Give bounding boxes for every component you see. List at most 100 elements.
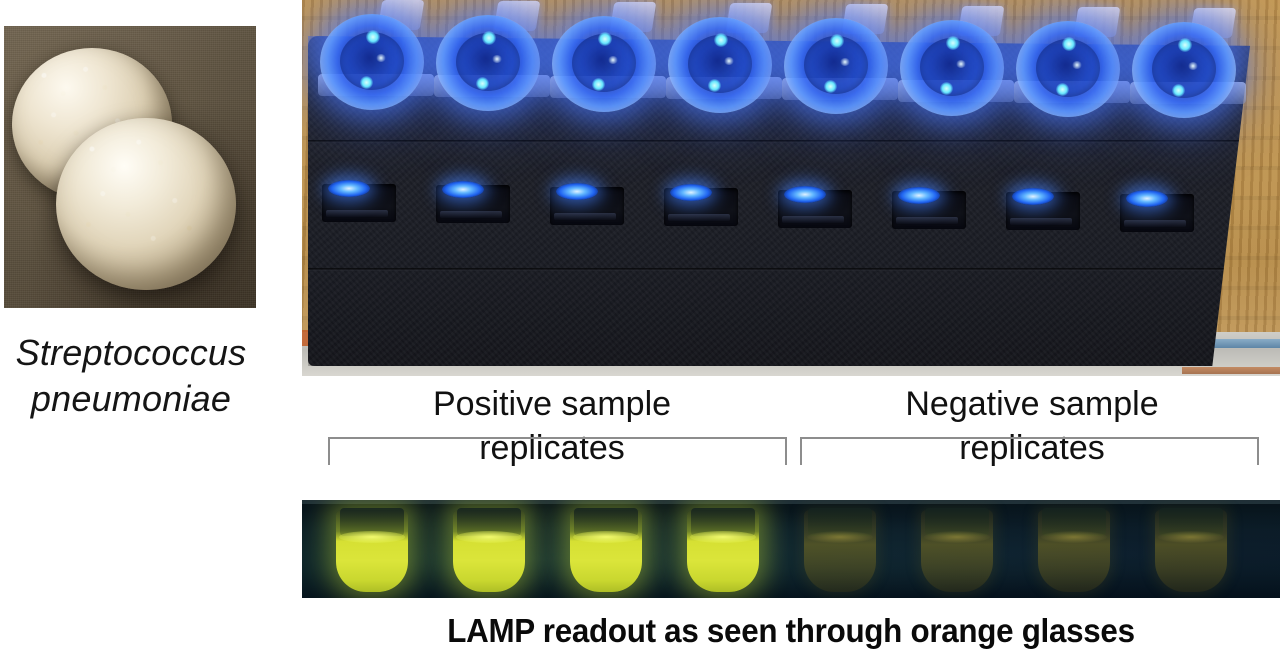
blue-led-glow-icon (1126, 189, 1168, 207)
slot-lip (1010, 218, 1072, 226)
device-photo (302, 0, 1280, 376)
blue-led-glow-icon (1012, 188, 1054, 206)
illuminated-tube-cap (436, 15, 540, 112)
lamp-tube-positive (570, 508, 642, 592)
led-sparkle-icon (946, 35, 960, 50)
led-sparkle-icon (608, 56, 618, 65)
illuminated-tube-cap (900, 19, 1004, 116)
slot-lip (440, 211, 502, 219)
illuminated-tube-cap (1016, 20, 1120, 117)
group-labels: Positive sample replicates Negative samp… (302, 382, 1280, 486)
led-sparkle-icon (840, 58, 850, 67)
lamp-tube-meniscus (807, 531, 873, 544)
pcr-tube-cap-row (318, 0, 1268, 120)
led-slot-window (1006, 188, 1080, 231)
led-sparkle-icon (376, 54, 386, 62)
pcr-tube-unit (434, 1, 550, 121)
lamp-tube-negative (1155, 508, 1227, 592)
positive-label-line-1: Positive sample (432, 385, 672, 423)
pcr-tube-unit (1014, 6, 1130, 127)
led-slot-window (892, 187, 966, 229)
lamp-tube-negative (1038, 508, 1110, 592)
led-slot-window (664, 184, 738, 227)
blue-led-glow-icon (328, 180, 370, 197)
positive-label-line-2: replicates (479, 429, 625, 467)
led-sparkle-icon (592, 78, 605, 92)
positive-group-label: Positive sample replicates (312, 382, 792, 470)
positive-group-bracket (328, 437, 787, 465)
blue-led-glow-icon (442, 181, 484, 199)
lamp-tube-positive (453, 508, 525, 592)
led-sparkle-icon (598, 32, 612, 47)
copper-strip (1182, 367, 1280, 374)
lamp-tube-headspace (808, 508, 872, 536)
led-slot-row (322, 176, 1252, 232)
blue-led-glow-icon (784, 185, 826, 203)
led-sparkle-icon (708, 79, 721, 93)
blue-led-glow-icon (670, 184, 712, 202)
blue-led-glow-icon (898, 187, 940, 204)
sem-micrograph-image (4, 26, 256, 308)
illuminated-tube-cap (784, 18, 888, 115)
led-sparkle-icon (1188, 61, 1198, 70)
led-slot-window (550, 182, 624, 225)
led-slot-window (1120, 189, 1194, 232)
illuminated-tube-cap (668, 17, 772, 114)
lamp-readout-caption: LAMP readout as seen through orange glas… (447, 612, 1135, 649)
illuminated-tube-cap (552, 16, 656, 113)
block-seam-upper (308, 140, 1250, 143)
led-sparkle-icon (714, 33, 728, 48)
illuminated-tube-cap (1132, 21, 1236, 118)
negative-group-bracket (800, 437, 1259, 465)
lamp-tube-positive (336, 508, 408, 592)
led-sparkle-icon (724, 57, 734, 66)
slot-lip (1124, 219, 1186, 227)
negative-label-line-1: Negative sample (905, 385, 1159, 423)
lamp-tube-negative (921, 508, 993, 592)
lamp-strip-edge (302, 500, 1280, 504)
blue-led-glow-icon (556, 182, 598, 200)
sem-caption-line-2: pneumoniae (30, 378, 232, 419)
pcr-tube-unit (1130, 7, 1246, 128)
lamp-tube-negative (804, 508, 876, 592)
led-sparkle-icon (492, 55, 502, 64)
pcr-tube-unit (550, 2, 666, 122)
lamp-tube-headspace (1159, 508, 1223, 536)
lamp-readout-photo (302, 500, 1280, 598)
block-seam-lower (308, 268, 1250, 271)
pcr-tube-unit (666, 3, 782, 123)
lamp-tube-headspace (1042, 508, 1106, 536)
led-sparkle-icon (1062, 36, 1076, 51)
led-slot-window (778, 185, 852, 228)
lamp-tube-meniscus (1041, 531, 1107, 544)
led-sparkle-icon (1172, 83, 1185, 97)
led-sparkle-icon (360, 76, 373, 89)
led-sparkle-icon (824, 80, 837, 94)
led-sparkle-icon (1178, 37, 1192, 52)
lamp-tube-headspace (925, 508, 989, 536)
led-sparkle-icon (830, 34, 844, 49)
lamp-tube-meniscus (339, 531, 405, 544)
illuminated-tube-cap (320, 14, 424, 110)
led-slot-window (322, 180, 396, 222)
slot-lip (554, 212, 616, 220)
led-sparkle-icon (1056, 82, 1069, 96)
negative-group-label: Negative sample replicates (792, 382, 1272, 470)
lamp-tube-meniscus (690, 531, 756, 544)
led-sparkle-icon (482, 31, 496, 46)
led-sparkle-icon (940, 81, 953, 95)
lamp-tube-meniscus (1158, 531, 1224, 544)
slot-lip (326, 210, 388, 217)
slot-lip (782, 215, 844, 223)
sem-caption: Streptococcus pneumoniae (0, 330, 262, 422)
lamp-tube-meniscus (573, 531, 639, 544)
lamp-tube-meniscus (924, 531, 990, 544)
negative-label-line-2: replicates (959, 429, 1105, 467)
led-sparkle-icon (956, 59, 966, 68)
sem-micrograph-panel (4, 26, 256, 308)
lamp-tube-positive (687, 508, 759, 592)
pcr-tube-unit (318, 0, 434, 120)
pcr-tube-unit (898, 5, 1014, 126)
slot-lip (668, 214, 730, 222)
